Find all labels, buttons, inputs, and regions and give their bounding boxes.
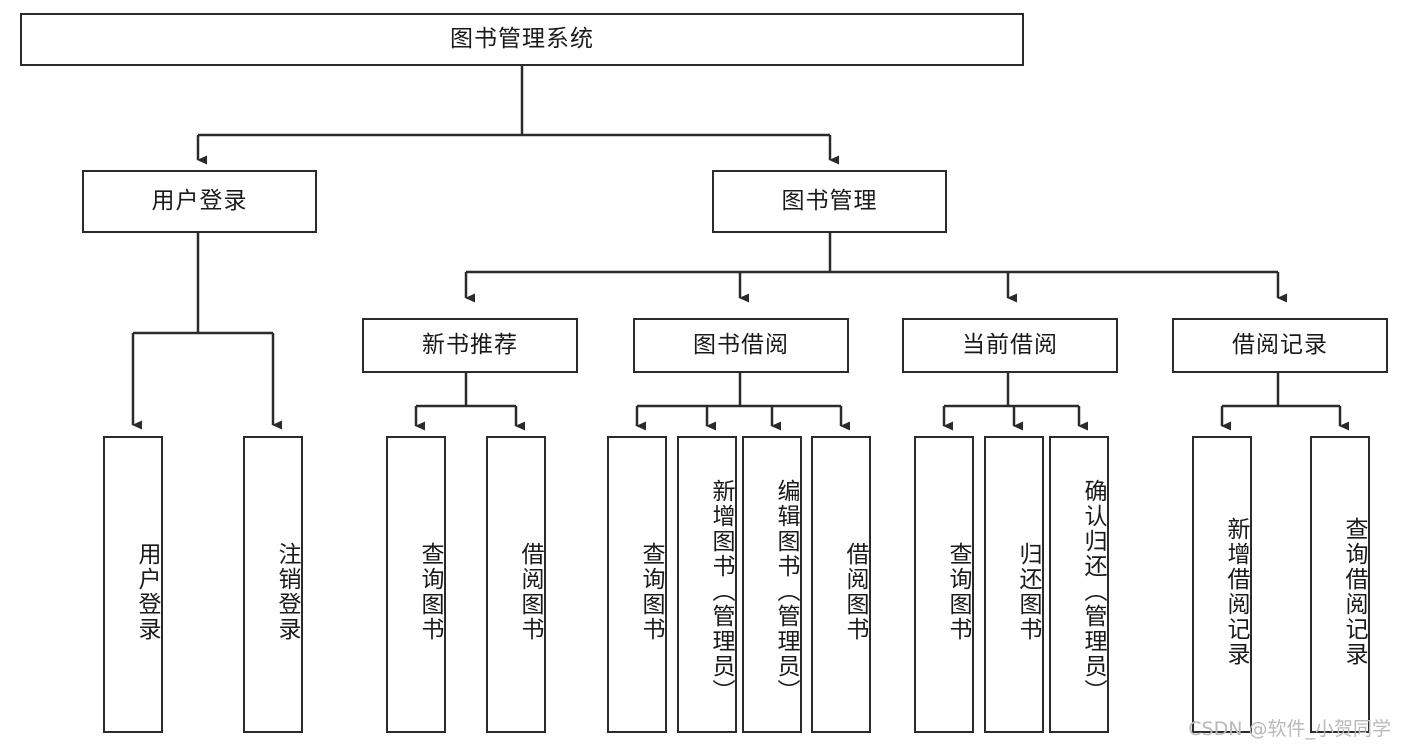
node-leaf-query-book-3[interactable]: 查询图书 xyxy=(914,436,974,733)
node-leaf-query-book-1[interactable]: 查询图书 xyxy=(386,436,446,733)
node-leaf-return-book[interactable]: 归还图书 xyxy=(984,436,1044,733)
node-leaf-query-book-2[interactable]: 查询图书 xyxy=(607,436,667,733)
node-user-login[interactable]: 用户登录 xyxy=(82,170,317,233)
node-current-borrow-label: 当前借阅 xyxy=(962,331,1058,358)
node-book-manage-label: 图书管理 xyxy=(781,187,878,214)
node-leaf-borrow-book-2-label: 借阅图书 xyxy=(842,541,868,642)
node-leaf-user-login-label: 用户登录 xyxy=(134,541,160,642)
node-borrow-record[interactable]: 借阅记录 xyxy=(1172,318,1388,373)
node-new-book-recommend-label: 新书推荐 xyxy=(422,331,518,358)
node-current-borrow[interactable]: 当前借阅 xyxy=(902,318,1118,373)
node-leaf-confirm-return-admin-label: 确认归还（管理员） xyxy=(1080,479,1106,704)
node-leaf-add-record[interactable]: 新增借阅记录 xyxy=(1192,436,1252,733)
node-leaf-user-login[interactable]: 用户登录 xyxy=(103,436,163,733)
node-borrow-record-label: 借阅记录 xyxy=(1232,331,1328,358)
node-book-manage[interactable]: 图书管理 xyxy=(712,170,947,233)
node-leaf-logout-label: 注销登录 xyxy=(274,541,300,642)
node-leaf-query-book-3-label: 查询图书 xyxy=(945,541,971,642)
node-leaf-add-book-admin-label: 新增图书（管理员） xyxy=(708,479,734,704)
node-root[interactable]: 图书管理系统 xyxy=(20,13,1024,66)
node-book-borrow[interactable]: 图书借阅 xyxy=(633,318,849,373)
node-leaf-borrow-book-1[interactable]: 借阅图书 xyxy=(486,436,546,733)
node-leaf-confirm-return-admin[interactable]: 确认归还（管理员） xyxy=(1049,436,1109,733)
node-leaf-query-record-label: 查询借阅记录 xyxy=(1341,516,1367,667)
node-leaf-borrow-book-1-label: 借阅图书 xyxy=(517,541,543,642)
node-leaf-query-book-2-label: 查询图书 xyxy=(638,541,664,642)
node-new-book-recommend[interactable]: 新书推荐 xyxy=(362,318,578,373)
node-leaf-query-book-1-label: 查询图书 xyxy=(417,541,443,642)
node-user-login-label: 用户登录 xyxy=(151,187,248,214)
node-leaf-add-record-label: 新增借阅记录 xyxy=(1223,516,1249,667)
node-root-label: 图书管理系统 xyxy=(450,25,594,52)
node-leaf-edit-book-admin-label: 编辑图书（管理员） xyxy=(773,479,799,704)
node-leaf-return-book-label: 归还图书 xyxy=(1015,541,1041,642)
node-leaf-borrow-book-2[interactable]: 借阅图书 xyxy=(811,436,871,733)
node-leaf-logout[interactable]: 注销登录 xyxy=(243,436,303,733)
node-leaf-query-record[interactable]: 查询借阅记录 xyxy=(1310,436,1370,733)
node-leaf-add-book-admin[interactable]: 新增图书（管理员） xyxy=(677,436,737,733)
node-book-borrow-label: 图书借阅 xyxy=(693,331,789,358)
node-leaf-edit-book-admin[interactable]: 编辑图书（管理员） xyxy=(742,436,802,733)
